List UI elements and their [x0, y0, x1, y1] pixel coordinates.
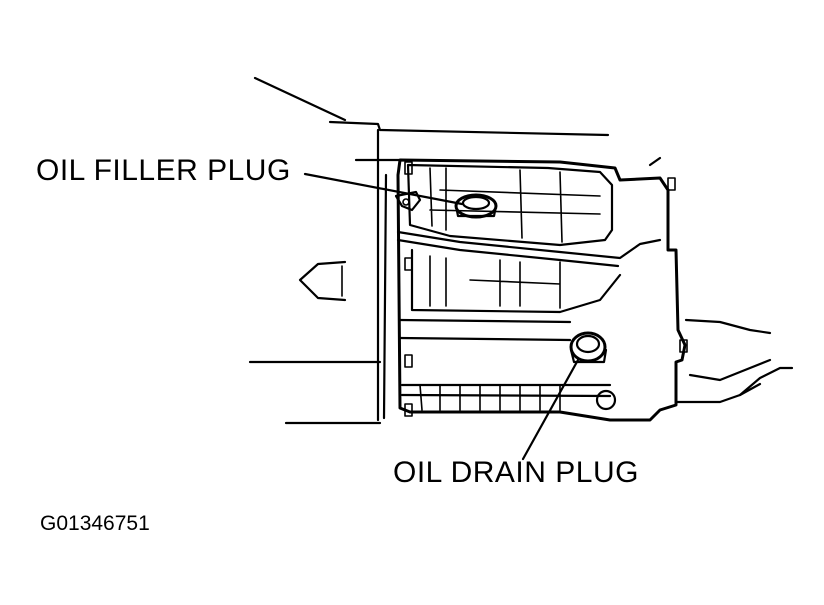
case-band-lower [396, 238, 620, 268]
bolts [404, 161, 688, 417]
middle-ribs [429, 255, 561, 309]
lower-ribs [419, 384, 561, 411]
left-tab [394, 190, 422, 212]
middle-section [410, 248, 622, 314]
figure-id: G01346751 [40, 512, 150, 535]
case-outline [396, 158, 687, 422]
housing-left-wall [376, 128, 388, 422]
right-housing-curve [738, 366, 794, 397]
output-shaft [674, 318, 772, 404]
top-edge [328, 120, 610, 137]
upper-edge-line [253, 76, 347, 122]
lower-section [398, 318, 612, 398]
case-band [396, 230, 662, 260]
oil-drain-plug-label: OIL DRAIN PLUG [393, 456, 639, 489]
lower-boss [595, 389, 617, 411]
filler-leader-line [303, 172, 464, 206]
oil-filler-plug-label: OIL FILLER PLUG [36, 154, 291, 187]
oil-filler-plug [454, 193, 498, 219]
oil-drain-plug [569, 331, 608, 364]
left-cone [298, 260, 347, 302]
drain-leader-line [521, 358, 580, 461]
right-stub [648, 156, 662, 167]
upper-recess [406, 163, 614, 247]
